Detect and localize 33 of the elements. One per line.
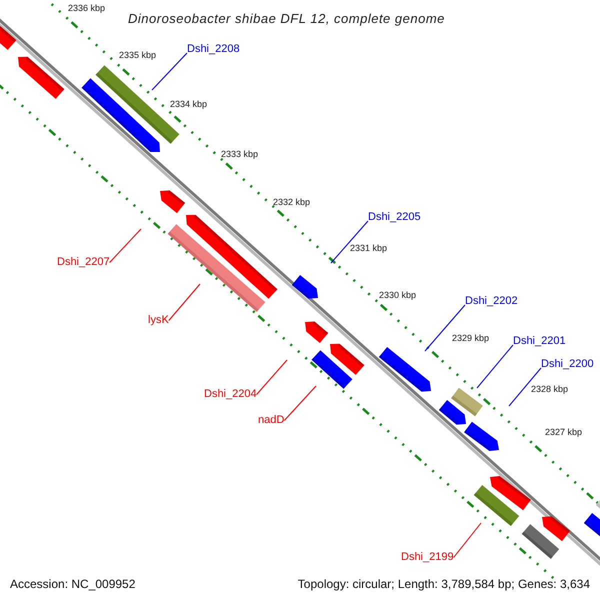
chart-title: Dinoroseobacter shibae DFL 12, complete genome [128,10,445,28]
scale-label: 2332 kbp [273,198,310,207]
gene-label: Dshi_2199 [401,552,454,563]
scale-label: 2329 kbp [452,334,490,343]
gene-label: Dshi_2201 [513,336,566,347]
gene-label: Dshi_2205 [368,212,421,223]
gene-label: Dshi_2202 [465,296,518,307]
scale-label: 2330 kbp [379,291,416,300]
leader-line [109,228,142,263]
scale-label: 2331 kbp [350,244,388,253]
leader-line [256,360,288,395]
accession-text: Accession: NC_009952 [10,576,136,593]
leader-line [453,522,482,558]
scale-label: 2334 kbp [170,100,208,109]
leader-line [476,344,514,388]
gene-label: nadD [258,415,284,426]
leader-line [424,304,466,352]
gene-label: Dshi_2208 [187,44,240,55]
scale-label: 2333 kbp [221,150,258,159]
gene-label: lysK [148,315,169,326]
leader-line [330,220,368,264]
gene-label: Dshi_2204 [204,389,257,400]
leader-line [168,284,200,321]
scale-label: 2327 kbp [545,428,582,437]
leader-line [152,52,188,90]
gene-label: Dshi_2200 [541,359,594,370]
genome-info-text: Topology: circular; Length: 3,789,584 bp; Genes: 3,634 [298,576,590,593]
scale-label: 2328 kbp [531,385,568,394]
scale-label: 2336 kbp [68,4,106,13]
leader-line [284,386,316,421]
leader-line [508,368,542,406]
scale-label: 2335 kbp [119,51,156,60]
gene-label: Dshi_2207 [57,257,110,268]
